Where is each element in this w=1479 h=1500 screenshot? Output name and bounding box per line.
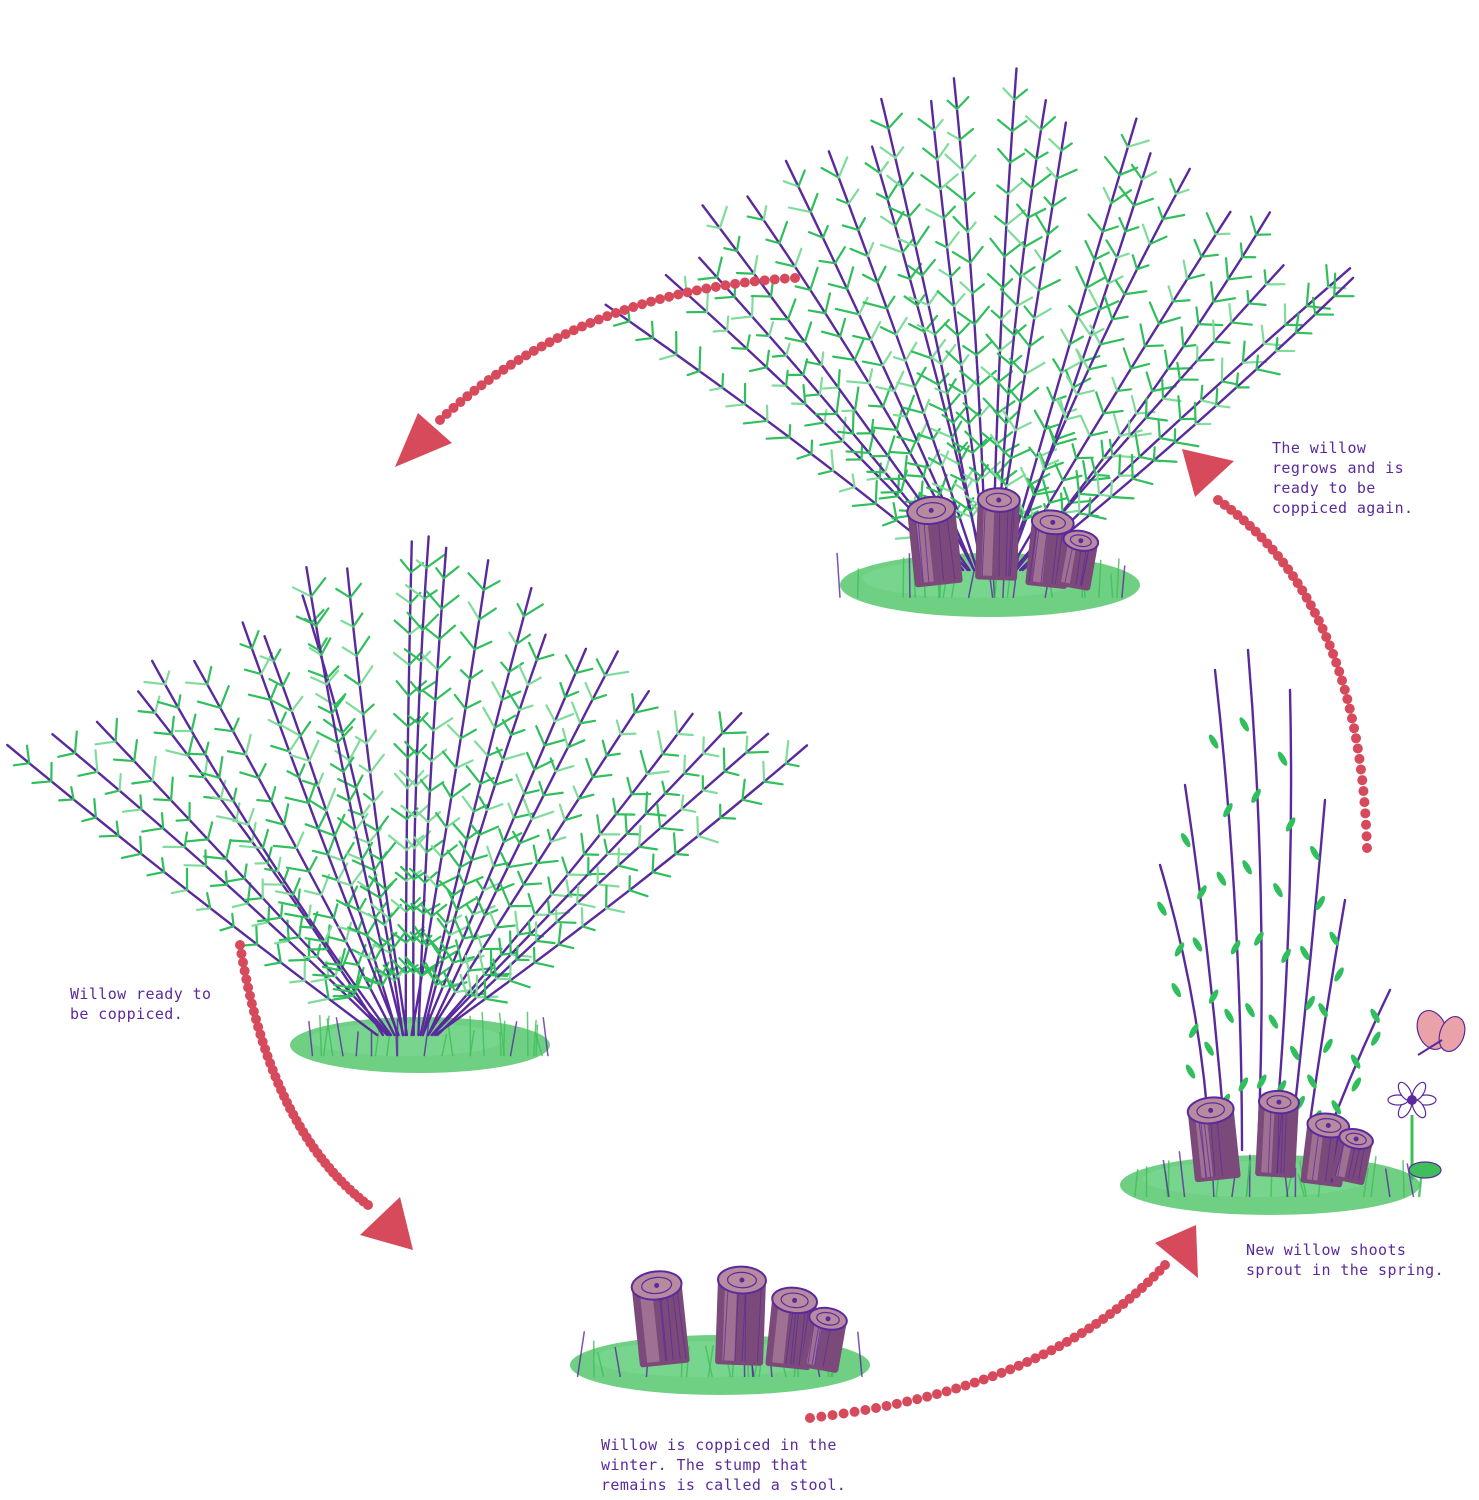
willow-shoots-spring	[1120, 648, 1424, 1215]
cycle-arrow-spring-to-regrown	[1182, 449, 1372, 853]
cycle-arrow-regrown-to-ready	[395, 273, 800, 467]
cycle-arrow-ready-to-coppiced	[235, 940, 413, 1250]
butterfly-icon	[1416, 1010, 1466, 1056]
willow-stool-coppiced	[570, 1265, 870, 1395]
caption-regrows: The willow regrows and is ready to be co…	[1272, 439, 1414, 517]
caption-shoots-spring: New willow shoots sprout in the spring.	[1246, 1241, 1445, 1279]
willow-bush-ready	[6, 535, 809, 1073]
cycle-arrow-coppiced-to-spring	[805, 1225, 1198, 1423]
willow-bush-regrown	[604, 67, 1355, 617]
flower-icon	[1387, 1081, 1442, 1180]
caption-ready-to-coppice: Willow ready to be coppiced.	[70, 985, 212, 1023]
caption-coppiced-winter: Willow is coppiced in the winter. The st…	[601, 1436, 847, 1494]
